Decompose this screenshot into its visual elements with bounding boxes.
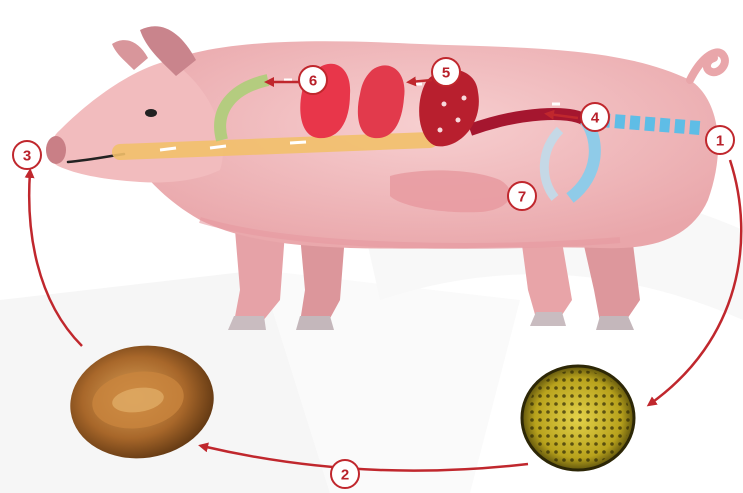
step-marker-3: 3 xyxy=(13,141,41,169)
step-label-3: 3 xyxy=(23,148,31,165)
step-label-1: 1 xyxy=(716,133,724,150)
step-marker-6: 6 xyxy=(299,66,327,94)
step-marker-2: 2 xyxy=(331,460,359,488)
step-marker-7: 7 xyxy=(508,182,536,210)
step-label-6: 6 xyxy=(309,73,317,90)
step-label-5: 5 xyxy=(442,65,450,82)
step-label-7: 7 xyxy=(518,189,526,206)
step-marker-5: 5 xyxy=(432,58,460,86)
step-marker-1: 1 xyxy=(706,126,734,154)
step-marker-4: 4 xyxy=(581,103,609,131)
fertilized-egg xyxy=(522,366,634,470)
step-label-2: 2 xyxy=(341,467,349,484)
step-label-4: 4 xyxy=(591,110,600,127)
